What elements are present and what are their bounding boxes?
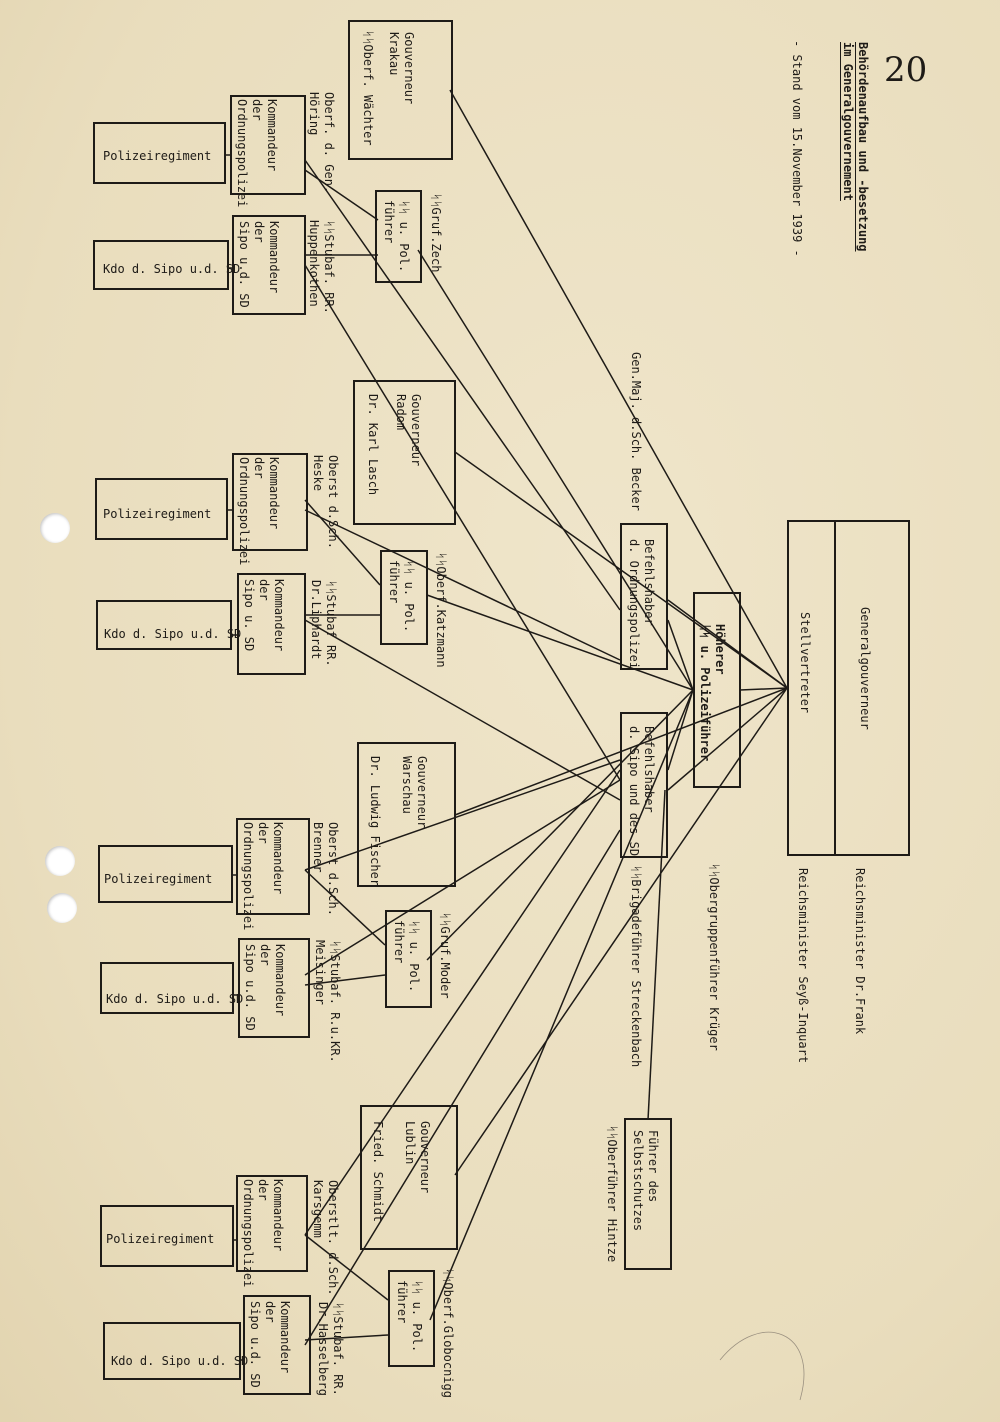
- line-sspf1-hspf: [417, 249, 694, 691]
- gov-krakau-line2: Krakau: [387, 32, 401, 76]
- bdo-line2: d. Ordnungspolizei: [627, 539, 641, 670]
- generalgouverneur-label: Generalgouverneur: [858, 607, 872, 730]
- page-number: 20: [884, 50, 928, 90]
- gg-person-seyss-inquart: Reichsminister Seyß-Inquart: [796, 868, 810, 1064]
- line-sspf4-hspf: [429, 689, 694, 1321]
- sspf-lublin-box: ᛋᛋ u. Pol.führer: [388, 1270, 435, 1367]
- line-sspf2-kdo2: [304, 499, 381, 586]
- punch-hole-1: [40, 513, 70, 543]
- punch-hole-2: [45, 846, 75, 876]
- line-kdo3-bdo: [304, 759, 621, 871]
- box-divider: [834, 522, 836, 854]
- line-bdo-hspf: [667, 619, 694, 691]
- header-date: - Stand vom 15.November 1939 -: [790, 40, 804, 257]
- bds-person: ᛋᛋBrigadeführer Streckenbach: [629, 865, 643, 1068]
- kdo-orpo-krakau-person: Oberf. d. Gen.Höring: [307, 92, 336, 194]
- sspf-krakau-person: ᛋᛋGruf.Zech: [429, 193, 443, 273]
- generalgouverneur-box: Generalgouverneur Stellvertreter: [787, 520, 910, 856]
- gg-person-frank: Reichsminister Dr.Frank: [853, 868, 867, 1035]
- kdo-sipo-radom-box: Kdo d. Sipo u.d. SD: [96, 600, 241, 650]
- pencil-scribble: [719, 1331, 805, 1401]
- kds-radom-person: ᛋᛋStubaf RR.Dr.Liphardt: [309, 580, 338, 667]
- kdo-sipo-lublin-box: Kdo d. Sipo u.d. SD: [103, 1322, 248, 1380]
- gov-lublin-person: Fried. Schmidt: [371, 1121, 385, 1223]
- line-kds4-bds: [304, 829, 621, 1346]
- line-kds3-bds: [304, 779, 621, 976]
- sspf-warschau-box: ᛋᛋ u. Pol.führer: [385, 910, 432, 1008]
- kdo-sipo-warschau-box: Kdo d. Sipo u.d. SD: [100, 962, 243, 1014]
- bds-line2: d. Sipo und des SD: [627, 726, 641, 857]
- bdo-line1: Befehlshaber: [642, 539, 656, 626]
- hspf-line2: ᛋᛋ u. Polizeiführer: [698, 624, 712, 762]
- gov-krakau-line1: Gouverneur: [402, 32, 416, 105]
- kds-warschau-person: ᛋᛋStubaf. R.u.KR.Meisinger: [313, 940, 342, 1063]
- sspf-warschau-person: ᛋᛋGruf.Moder: [438, 912, 452, 999]
- polizeiregiment-krakau-box: Polizeiregiment: [93, 122, 226, 184]
- polizeiregiment-warschau-box: Polizeiregiment: [98, 845, 233, 903]
- line-krakau-gg: [449, 89, 788, 689]
- line-sspf3-kds3: [304, 974, 386, 986]
- sspf-radom-person: ᛋᛋOberf.Katzmann: [434, 552, 448, 668]
- bds-line1: Befehlshaber: [642, 726, 656, 813]
- polizeiregiment-lublin-box: Polizeiregiment: [100, 1205, 234, 1267]
- selbstschutz-person: ᛋᛋOberführer Hintze: [605, 1125, 619, 1263]
- line-sspf3-hspf: [426, 689, 694, 961]
- line-sspf2-hspf: [426, 594, 694, 691]
- hspf-person: ᛋᛋObergruppenführer Krüger: [707, 863, 721, 1051]
- polizeiregiment-radom-box: Polizeiregiment: [95, 478, 228, 540]
- kdo-sipo-krakau-box: Kdo d. Sipo u.d. SD: [93, 240, 240, 290]
- line-sspf1-kdo1: [304, 169, 379, 221]
- line-sspf4-kds4: [304, 1334, 389, 1341]
- stellvertreter-label: Stellvertreter: [798, 612, 812, 714]
- line-selbstschutz-hspf: [647, 789, 666, 1121]
- line-bds-hspf: [667, 689, 694, 771]
- gov-warschau-person: Dr. Ludwig Fischer: [368, 756, 382, 887]
- kdo-orpo-radom-person: Oberst d.Sch.Heske: [311, 455, 340, 549]
- bdo-person: Gen.Maj. d.Sch. Becker: [629, 352, 643, 511]
- line-bds-gg: [667, 687, 788, 791]
- line-kds2-bds: [304, 619, 621, 801]
- gov-krakau-person: ᛋᛋOberf. Wächter: [361, 30, 375, 146]
- line-kdo1-bdo: [304, 159, 621, 611]
- sspf-krakau-box: ᛋᛋ u. Pol.führer: [375, 190, 422, 283]
- line-lublin-gg: [454, 687, 788, 1176]
- selbstschutz-line2: Selbstschutzes: [631, 1130, 645, 1232]
- gov-radom-person: Dr. Karl Lasch: [366, 394, 380, 496]
- line-bdo-gg: [667, 599, 788, 689]
- line-kds1-bds: [304, 264, 621, 781]
- line-sspf3-kdo3: [304, 869, 386, 946]
- kdo-orpo-lublin-person: Oberstlt. d.Sch.Karsgemm: [311, 1180, 340, 1296]
- kds-krakau-person: ᛋᛋStubaf. RR.Huppenkothen: [307, 220, 336, 314]
- line-hspf-gg: [739, 687, 788, 691]
- line-kdo4-bdo: [304, 769, 621, 1236]
- sspf-lublin-person: ᛋᛋOberf.Globocnigg: [441, 1268, 455, 1398]
- line-sspf4-kdo4: [304, 1234, 389, 1301]
- kds-lublin-person: ᛋᛋStubaf. RR.Dr.Hasselberg: [316, 1302, 345, 1396]
- selbstschutz-line1: Führer des: [646, 1130, 660, 1203]
- kdo-orpo-warschau-person: Oberst d.Sch.Brenner: [311, 822, 340, 916]
- punch-hole-3: [47, 893, 77, 923]
- hspf-line1: Höherer: [713, 624, 727, 675]
- line-kdo2-bdo: [304, 509, 621, 661]
- sspf-radom-box: ᛋᛋ u. Pol.führer: [380, 550, 428, 645]
